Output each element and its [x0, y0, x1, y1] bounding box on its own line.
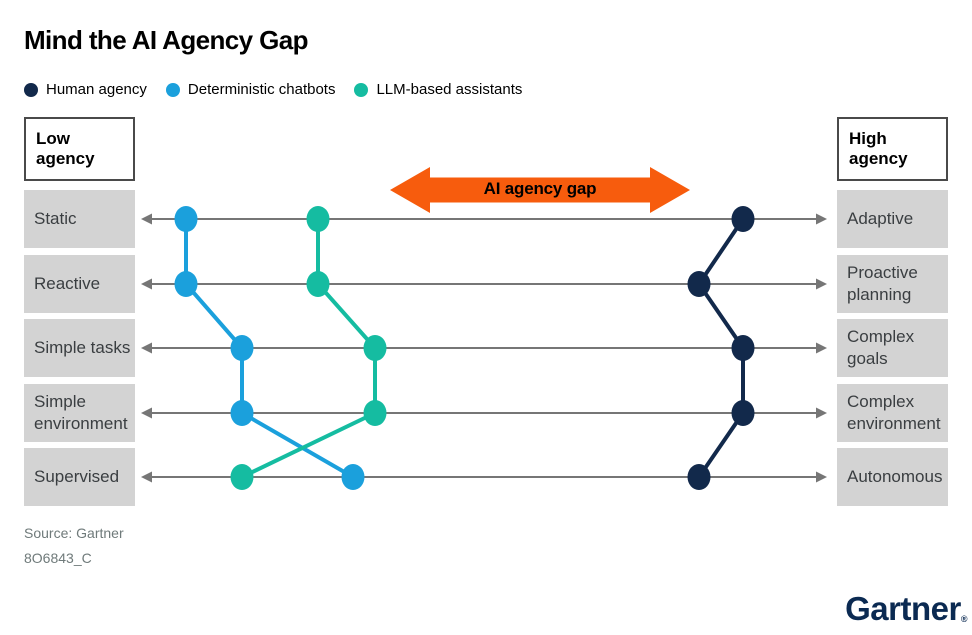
row-label: Proactive planning — [847, 263, 918, 304]
row-box-left-3: Simple environment — [24, 384, 135, 442]
row-box-right-2: Complex goals — [837, 319, 948, 377]
data-point — [731, 400, 755, 426]
ai-agency-gap-arrow — [390, 167, 690, 213]
data-point — [230, 464, 254, 490]
row-label: Reactive — [34, 274, 101, 294]
legend-dot-icon — [165, 82, 180, 97]
data-point — [363, 335, 387, 361]
low-agency-header-label: Low agency — [36, 129, 95, 168]
source-text: Source: Gartner — [24, 525, 124, 541]
gartner-logo-text: Gartner — [845, 590, 961, 627]
right-arrowhead-icon — [816, 471, 827, 483]
high-agency-header-box: High agency — [837, 117, 948, 181]
data-point — [230, 335, 254, 361]
source-block: Source: Gartner 8O6843_C — [24, 525, 124, 575]
high-agency-header-label: High agency — [849, 129, 908, 168]
row-box-right-1: Proactive planning — [837, 255, 948, 313]
left-arrowhead-icon — [141, 342, 152, 354]
registered-trademark-icon: ® — [960, 614, 968, 624]
data-point — [174, 271, 198, 297]
data-point — [687, 464, 711, 490]
left-arrowhead-icon — [141, 407, 152, 419]
right-arrowhead-icon — [816, 342, 827, 354]
legend-label: Human agency — [46, 81, 147, 98]
row-box-right-0: Adaptive — [837, 190, 948, 248]
page-title: Mind the AI Agency Gap — [24, 25, 309, 55]
left-arrowhead-icon — [141, 213, 152, 225]
row-label: Supervised — [34, 467, 120, 487]
row-box-left-1: Reactive — [24, 255, 135, 313]
row-label: Simple environment — [34, 392, 128, 433]
data-point — [174, 206, 198, 232]
legend-dot-icon — [354, 82, 369, 97]
legend: Human agency Deterministic chatbots LLM-ba… — [24, 81, 522, 98]
data-point — [230, 400, 254, 426]
legend-item-1: Deterministic chatbots — [165, 81, 336, 98]
left-arrowhead-icon — [141, 278, 152, 290]
row-box-left-0: Static — [24, 190, 135, 248]
row-label: Adaptive — [847, 209, 914, 229]
row-label: Static — [34, 209, 77, 229]
low-agency-header-box: Low agency — [24, 117, 135, 181]
data-point — [306, 206, 330, 232]
row-box-right-4: Autonomous — [837, 448, 948, 506]
row-box-right-3: Complex environment — [837, 384, 948, 442]
document-id: 8O6843_C — [24, 550, 92, 566]
right-arrowhead-icon — [816, 213, 827, 225]
right-arrowhead-icon — [816, 278, 827, 290]
data-point — [687, 271, 711, 297]
ai-agency-gap-label: AI agency gap — [483, 179, 597, 198]
series-llm-based-assistants — [230, 206, 387, 490]
legend-label: LLM-based assistants — [376, 81, 523, 98]
row-box-left-4: Supervised — [24, 448, 135, 506]
gartner-logo: Gartner ® — [845, 590, 967, 628]
legend-dot-icon — [24, 82, 38, 97]
data-point — [306, 271, 330, 297]
data-point — [731, 335, 755, 361]
row-label: Complex goals — [847, 327, 915, 368]
data-point — [341, 464, 365, 490]
left-arrowhead-icon — [141, 471, 152, 483]
legend-item-2: LLM-based assistants — [354, 81, 522, 98]
series-human-agency — [687, 206, 755, 490]
row-box-left-2: Simple tasks — [24, 319, 135, 377]
row-label: Simple tasks — [34, 338, 131, 358]
row-label: Autonomous — [847, 467, 943, 487]
right-arrowhead-icon — [816, 407, 827, 419]
data-point — [731, 206, 755, 232]
legend-item-0: Human agency — [24, 81, 147, 98]
row-label: Complex environment — [847, 392, 941, 433]
legend-label: Deterministic chatbots — [187, 81, 336, 98]
data-point — [363, 400, 387, 426]
series-deterministic-chatbots — [174, 206, 365, 490]
